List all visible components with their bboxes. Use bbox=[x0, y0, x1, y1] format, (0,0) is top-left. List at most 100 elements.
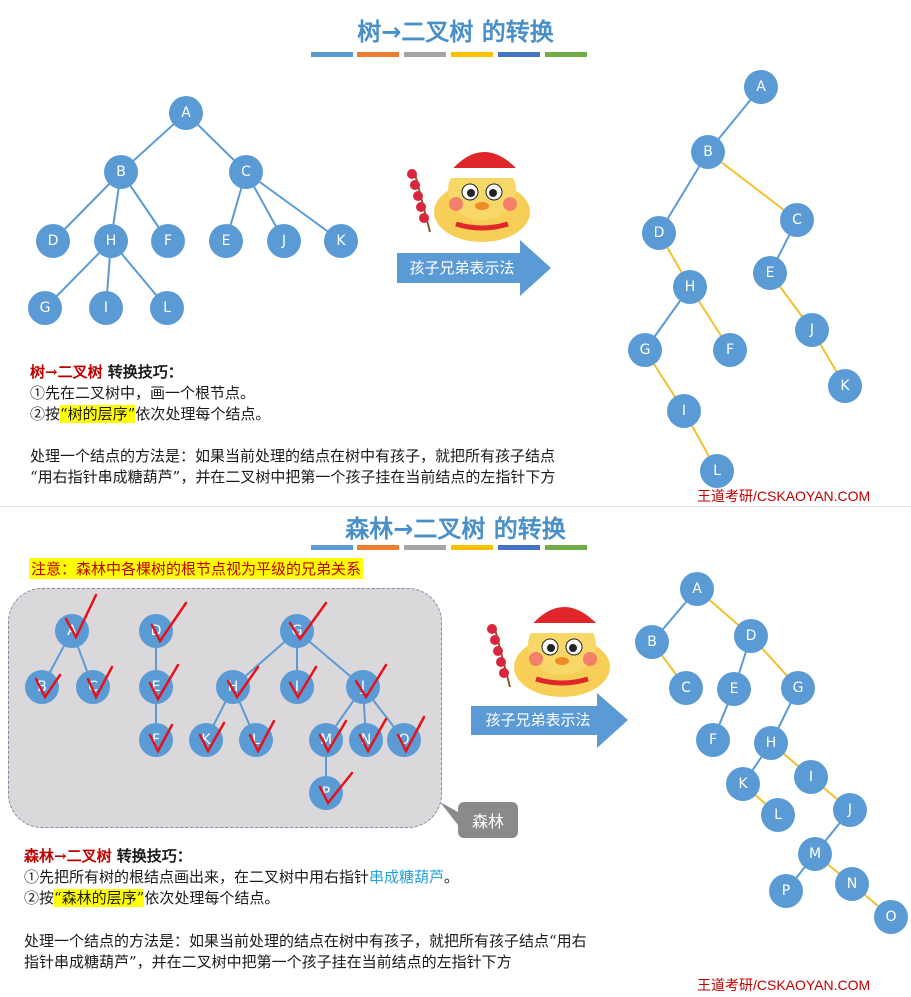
svg-text:D: D bbox=[654, 225, 665, 241]
svg-text:F: F bbox=[152, 732, 160, 748]
mascot-illustration bbox=[487, 592, 610, 697]
tip-line-2-post: 依次处理每个结点。 bbox=[135, 405, 271, 423]
svg-text:N: N bbox=[847, 876, 857, 892]
callout-pointer bbox=[440, 802, 458, 825]
tip-line-2: ②按“树的层序”依次处理每个结点。 bbox=[30, 404, 270, 425]
divider-bar bbox=[357, 545, 399, 550]
svg-text:G: G bbox=[640, 342, 651, 358]
forest-node-O: O bbox=[387, 723, 421, 757]
bt2-node-M: M bbox=[798, 837, 832, 871]
tree-node-B: B bbox=[104, 155, 138, 189]
tree-node-D: D bbox=[36, 224, 70, 258]
svg-text:M: M bbox=[320, 732, 332, 748]
forest-node-E: E bbox=[139, 670, 173, 704]
check-mark bbox=[318, 719, 348, 754]
check-mark bbox=[86, 665, 114, 700]
divider-bar bbox=[311, 52, 353, 57]
svg-text:H: H bbox=[228, 679, 239, 695]
bt-node-F: F bbox=[713, 333, 747, 367]
bt2-node-O: O bbox=[874, 900, 908, 934]
tree1-nodes: A B C D H F E J K G I L bbox=[28, 96, 358, 325]
bt-node-J: J bbox=[795, 313, 829, 347]
tree-node-H: H bbox=[94, 224, 128, 258]
forest-node-P: P bbox=[309, 776, 343, 810]
bt-node-G: G bbox=[628, 333, 662, 367]
forest-note: 注意：森林中各棵树的根节点视为平级的兄弟关系 bbox=[29, 558, 364, 579]
svg-text:G: G bbox=[793, 680, 804, 696]
bt2-node-I: I bbox=[794, 760, 828, 794]
tree-node-L: L bbox=[150, 291, 184, 325]
check-mark bbox=[148, 663, 180, 702]
tip-line-2: ②按“森林的层序”依次处理每个结点。 bbox=[24, 888, 279, 909]
footer-brand: 王道考研/CSKAOYAN.COM bbox=[697, 488, 871, 504]
check-mark bbox=[288, 601, 328, 642]
svg-text:L: L bbox=[774, 807, 782, 823]
svg-text:D: D bbox=[746, 628, 757, 644]
check-marks bbox=[34, 593, 426, 806]
check-mark bbox=[354, 663, 388, 700]
svg-text:F: F bbox=[726, 342, 734, 358]
svg-text:K: K bbox=[738, 776, 748, 792]
svg-text:E: E bbox=[766, 265, 775, 281]
footer-brand: 王道考研/CSKAOYAN.COM bbox=[697, 977, 871, 993]
bt2-node-G: G bbox=[781, 671, 815, 705]
svg-text:K: K bbox=[840, 378, 850, 394]
forest-node-L: L bbox=[239, 723, 273, 757]
binary1-nodes: A B D C H E G F J I K L bbox=[628, 70, 862, 488]
svg-text:B: B bbox=[37, 679, 47, 695]
divider-bar bbox=[498, 545, 540, 550]
forest-node-N: N bbox=[349, 723, 383, 757]
tree-node-A: A bbox=[169, 96, 203, 130]
bt2-node-K: K bbox=[726, 767, 760, 801]
tip-heading-rest: 转换技巧： bbox=[102, 363, 183, 381]
svg-text:D: D bbox=[48, 233, 59, 249]
svg-text:H: H bbox=[766, 735, 777, 751]
tree-node-K: K bbox=[324, 224, 358, 258]
check-mark bbox=[148, 723, 174, 754]
divider-bar bbox=[545, 52, 587, 57]
slide1-title: 树→二叉树 的转换 bbox=[357, 18, 554, 46]
tip-line-1: ①先把所有树的根结点画出来，在二叉树中用右指针串成糖葫芦。 bbox=[24, 867, 459, 888]
slide-forest-to-binary: 森林→二叉树 的转换 注意：森林中各棵树的根节点视为平级的兄弟关系 森林 bbox=[0, 507, 911, 997]
svg-text:C: C bbox=[241, 164, 251, 180]
method-line-1: 处理一个结点的方法是：如果当前处理的结点在树中有孩子，就把所有孩子结点“用右 bbox=[24, 932, 587, 950]
svg-text:H: H bbox=[685, 279, 696, 295]
svg-text:E: E bbox=[222, 233, 231, 249]
svg-text:C: C bbox=[792, 212, 802, 228]
svg-text:L: L bbox=[163, 300, 171, 316]
svg-text:A: A bbox=[756, 79, 766, 95]
tip-line-2-highlight: “森林的层序” bbox=[54, 889, 145, 907]
bt2-node-N: N bbox=[835, 867, 869, 901]
svg-text:A: A bbox=[692, 581, 702, 597]
check-mark bbox=[226, 665, 260, 700]
tree1-edges bbox=[44, 112, 342, 309]
mascot-illustration bbox=[407, 137, 530, 242]
svg-text:F: F bbox=[709, 732, 717, 748]
svg-text:J: J bbox=[847, 802, 852, 818]
forest-callout: 森林 bbox=[458, 802, 518, 838]
svg-text:P: P bbox=[322, 785, 330, 801]
bt2-node-C: C bbox=[669, 671, 703, 705]
tip-heading-rest: 转换技巧： bbox=[111, 847, 192, 865]
forest-node-I: I bbox=[280, 670, 314, 704]
tree-node-G: G bbox=[28, 291, 62, 325]
check-mark bbox=[288, 665, 318, 700]
divider-bar bbox=[357, 52, 399, 57]
svg-text:N: N bbox=[361, 732, 371, 748]
tip-line-2-pre: ②按 bbox=[30, 405, 61, 423]
svg-text:F: F bbox=[164, 233, 172, 249]
svg-text:K: K bbox=[336, 233, 346, 249]
svg-text:B: B bbox=[647, 634, 657, 650]
bt2-node-B: B bbox=[635, 625, 669, 659]
svg-text:J: J bbox=[809, 322, 814, 338]
arrow-label: 孩子兄弟表示法 bbox=[409, 259, 514, 277]
arrow-label: 孩子兄弟表示法 bbox=[485, 711, 590, 729]
forest-node-J: J bbox=[346, 670, 380, 704]
svg-text:I: I bbox=[295, 679, 299, 695]
svg-text:B: B bbox=[116, 164, 126, 180]
tree-node-J: J bbox=[267, 224, 301, 258]
conversion-arrow: 孩子兄弟表示法 bbox=[471, 693, 628, 748]
slide2-diagram: A B C D E F G H I J K L M N O P bbox=[25, 572, 908, 934]
divider-bar bbox=[545, 545, 587, 550]
svg-text:J: J bbox=[360, 679, 365, 695]
